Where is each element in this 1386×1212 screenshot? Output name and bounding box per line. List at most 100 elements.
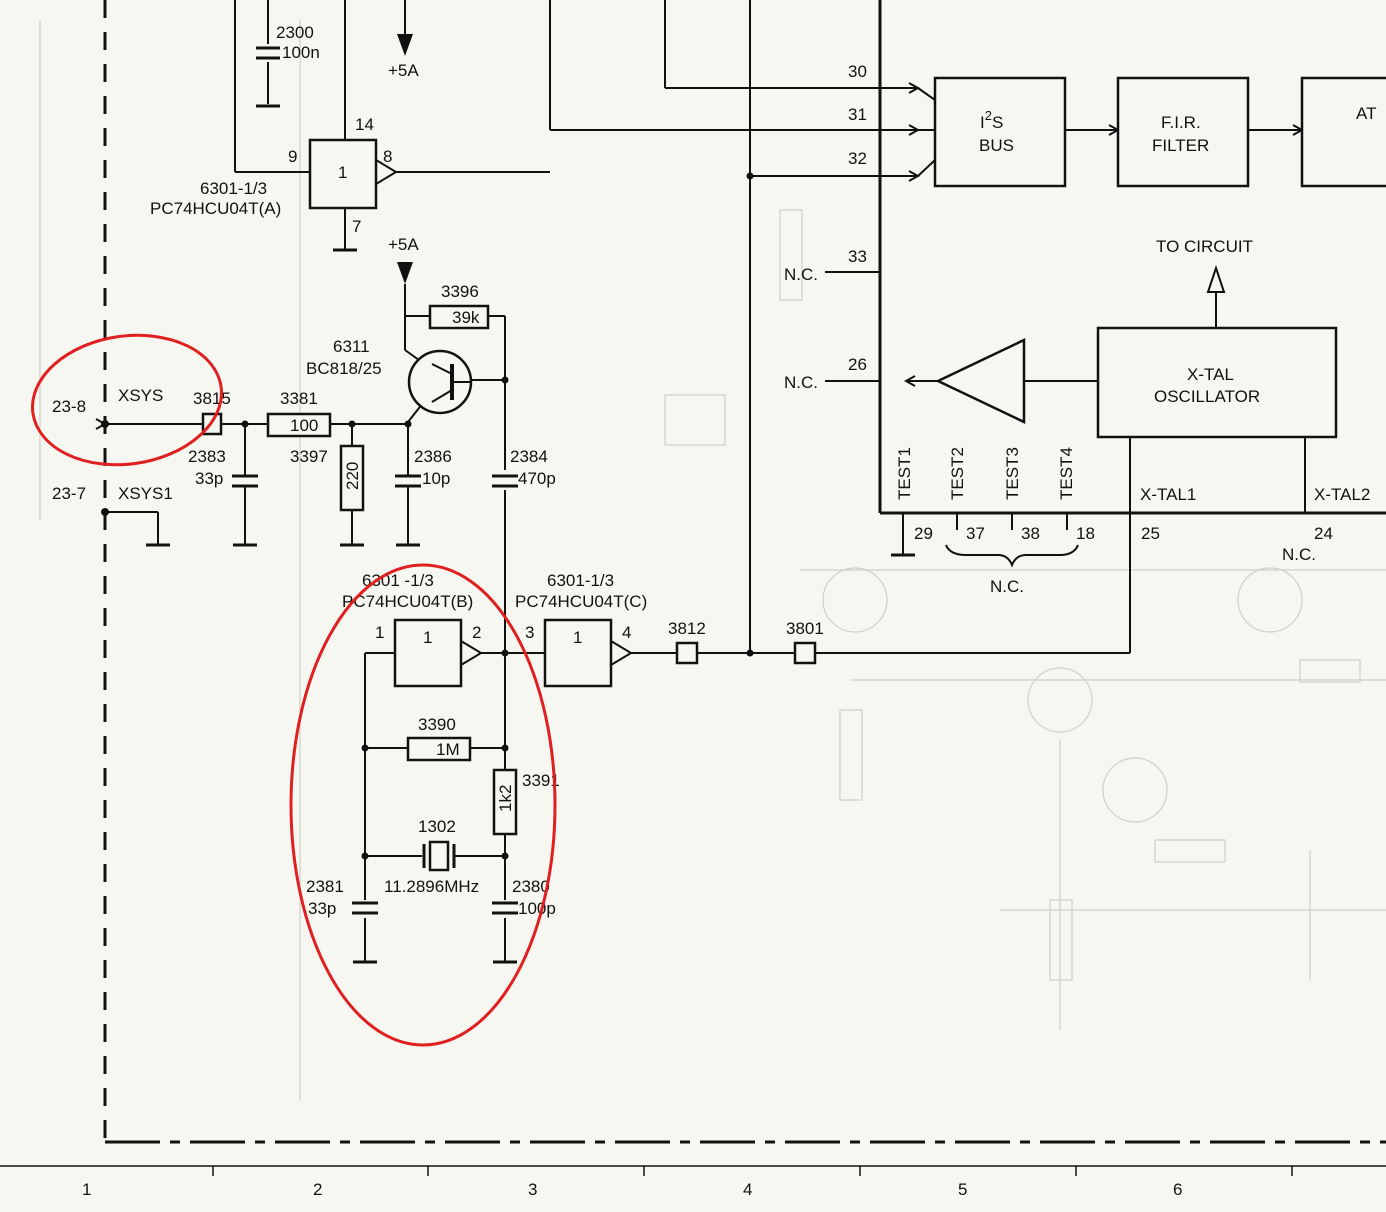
r3815-ref: 3815	[193, 389, 231, 408]
nc-label-tests: N.C.	[990, 577, 1024, 596]
grid-column-2: 2	[313, 1180, 322, 1199]
c2300-ref: 2300	[276, 23, 314, 42]
grid-column-4: 4	[743, 1180, 752, 1199]
xtal2-label: X-TAL2	[1314, 485, 1370, 504]
chip-pin-38: 38	[1021, 524, 1040, 543]
xtal-line2: OSCILLATOR	[1154, 387, 1260, 406]
att-label: AT	[1356, 104, 1376, 123]
grid-column-3: 3	[528, 1180, 537, 1199]
resistor-3397	[339, 444, 365, 512]
attenuator-block	[1300, 76, 1386, 188]
wiring-transistor	[404, 315, 506, 653]
test3-label: TEST3	[1003, 447, 1022, 500]
xtal-line1: X-TAL	[1187, 365, 1234, 384]
ic-b-part: PC74HCU04T(B)	[342, 592, 473, 611]
x1302-value: 11.2896MHz	[384, 877, 479, 896]
ic-c-ref: 6301-1/3	[547, 571, 614, 590]
grid-column-6: 6	[1173, 1180, 1182, 1199]
r3381-ref: 3381	[280, 389, 318, 408]
ic-c-part: PC74HCU04T(C)	[515, 592, 647, 611]
r3397-value: 220	[343, 462, 362, 490]
connector-23-8-ref: 23-8	[52, 397, 86, 416]
c2384-ref: 2384	[510, 447, 548, 466]
ic-a-pin-8: 8	[383, 147, 392, 166]
chip-pin-37: 37	[966, 524, 985, 543]
chip-pin-33: 33	[848, 247, 867, 266]
c2381-value: 33p	[308, 899, 336, 918]
c2386-ref: 2386	[414, 447, 452, 466]
fir-line2: FILTER	[1152, 136, 1209, 155]
xtal1-label: X-TAL1	[1140, 485, 1196, 504]
c2380-value: 100p	[518, 899, 556, 918]
q6311-part: BC818/25	[306, 359, 382, 378]
highlight-oscillator-ellipse	[289, 563, 557, 1047]
highlight-xsys-ellipse	[31, 333, 223, 467]
r3396-ref: 3396	[441, 282, 479, 301]
supply-label-mid: +5A	[388, 235, 419, 254]
connector-xsys1-name: XSYS1	[118, 484, 173, 503]
c2384-value: 470p	[518, 469, 556, 488]
connector-23-7-ref: 23-7	[52, 484, 86, 503]
ic-a-pin-14: 14	[355, 115, 374, 134]
resistor-3390	[406, 736, 472, 762]
c2383-value: 33p	[195, 469, 223, 488]
capacitors-row	[146, 474, 518, 547]
b3801-ref: 3801	[786, 619, 824, 638]
crystal-1302	[422, 840, 456, 872]
ic-c-pin-4: 4	[622, 623, 631, 642]
wiring-xsys	[101, 420, 412, 545]
supply-arrow-top	[397, 34, 413, 56]
ic-b-pin-2: 2	[472, 623, 481, 642]
background-ghost	[39, 20, 1386, 1100]
capacitors-oscillator	[352, 901, 518, 964]
capacitor-2300	[256, 46, 280, 108]
ic-a-pin-9: 9	[288, 147, 297, 166]
i2s-label: I2S	[980, 108, 1003, 132]
supply-label-top: +5A	[388, 61, 419, 80]
chip-bottom-pins	[891, 513, 1079, 568]
chip-pin-30: 30	[848, 62, 867, 81]
test4-label: TEST4	[1057, 447, 1076, 500]
chip-pin-24: 24	[1314, 524, 1333, 543]
c2381-ref: 2381	[306, 877, 344, 896]
fir-line1: F.I.R.	[1161, 113, 1201, 132]
resistor-3381	[266, 412, 332, 438]
test2-label: TEST2	[948, 447, 967, 500]
ic-a-ref: 6301-1/3	[200, 179, 267, 198]
b3812-ref: 3812	[668, 619, 706, 638]
test1-label: TEST1	[895, 447, 914, 500]
r3396-value: 39k	[452, 308, 480, 327]
resistor-3391	[492, 768, 518, 836]
chip-pin-29: 29	[914, 524, 933, 543]
resistor-3396	[428, 304, 490, 330]
c2386-value: 10p	[422, 469, 450, 488]
wiring-top-left	[234, 0, 550, 250]
r3391-ref: 3391	[522, 771, 560, 790]
chip-pin-31: 31	[848, 105, 867, 124]
bridge-3812	[675, 641, 699, 665]
connector-xsys-name: XSYS	[118, 386, 163, 405]
ic-a-pin-7: 7	[352, 217, 361, 236]
c2383-ref: 2383	[188, 447, 226, 466]
c2380-ref: 2380	[512, 877, 550, 896]
x1302-ref: 1302	[418, 817, 456, 836]
chip-pin-18: 18	[1076, 524, 1095, 543]
fir-filter-block	[1116, 76, 1302, 188]
chip-pin-26: 26	[848, 355, 867, 374]
nc-label-33: N.C.	[784, 265, 818, 284]
ic-a-part: PC74HCU04T(A)	[150, 199, 281, 218]
c2300-value: 100n	[282, 43, 320, 62]
transistor-6311	[407, 349, 509, 415]
nc-label-26: N.C.	[784, 373, 818, 392]
chip-outline	[878, 0, 1386, 515]
wiring-chip-inputs	[549, 0, 936, 382]
ic-b-pin-1: 1	[375, 623, 384, 642]
to-circuit-arrow	[1206, 264, 1226, 328]
inverter-c	[543, 618, 633, 688]
chip-pin-25: 25	[1141, 524, 1160, 543]
inverter-b	[393, 618, 483, 688]
ic-a-symbol: 1	[338, 163, 347, 182]
nc-label-24: N.C.	[1282, 545, 1316, 564]
r3397-ref: 3397	[290, 447, 328, 466]
